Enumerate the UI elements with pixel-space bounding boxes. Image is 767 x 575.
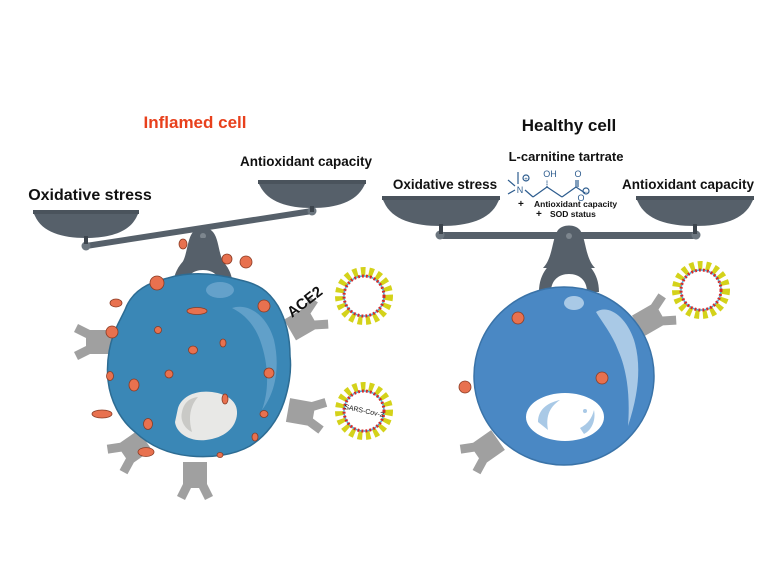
ros-particle	[106, 371, 114, 381]
healthy-cell	[473, 286, 655, 466]
ros-particle	[511, 311, 525, 325]
inflamed-cell	[106, 273, 292, 458]
virus-icon	[672, 261, 730, 319]
effect-antioxidant-capacity: Antioxidant capacity	[534, 199, 617, 209]
ros-particle	[221, 253, 233, 265]
left-balance-scale-icon	[33, 180, 366, 288]
sars-cov-2-virus-icon: SARS-Cov-2	[335, 382, 393, 440]
effect-sod-status: SOD status	[550, 209, 596, 219]
right-oxidative-stress-label: Oxidative stress	[393, 177, 497, 192]
inflamed-cell-title: Inflamed cell	[144, 113, 247, 132]
ros-particle	[221, 393, 229, 405]
ros-particle	[595, 371, 609, 385]
virus-icon	[335, 267, 393, 325]
ace2-receptor-icon	[284, 392, 329, 435]
left-oxidative-stress-label: Oxidative stress	[28, 187, 152, 204]
ros-particle	[188, 345, 198, 355]
ros-particle	[137, 447, 155, 457]
ros-particle	[239, 255, 253, 269]
compound-name-label: L-carnitine tartrate	[509, 149, 624, 164]
ros-particle	[128, 378, 140, 392]
ros-particle	[178, 238, 188, 250]
effect-plus-2: +	[536, 209, 542, 220]
carboxylate-oxygen-label: O	[577, 193, 584, 203]
l-carnitine-structure-icon	[507, 172, 590, 198]
ros-particle	[109, 298, 123, 308]
ros-particle	[186, 307, 208, 315]
left-antioxidant-capacity-label: Antioxidant capacity	[240, 154, 373, 169]
ros-particle	[259, 410, 269, 418]
ros-particle	[263, 367, 275, 379]
ros-particle	[164, 369, 174, 379]
ros-particles-inflamed	[91, 238, 275, 458]
ros-particle	[219, 338, 227, 348]
ros-particle	[154, 326, 162, 334]
right-antioxidant-capacity-label: Antioxidant capacity	[622, 177, 755, 192]
healthy-cell-title: Healthy cell	[522, 116, 617, 135]
ros-particle	[251, 432, 259, 442]
carbonyl-oxygen-label: O	[574, 169, 581, 179]
negative-charge-label: −	[584, 190, 588, 196]
effect-plus-1: +	[518, 199, 524, 210]
ros-particle	[149, 275, 165, 291]
ros-particle	[143, 418, 153, 430]
ros-particle	[458, 380, 472, 394]
ros-particle	[105, 325, 119, 339]
ros-particles-healthy	[458, 311, 609, 394]
ace2-receptor-icon	[177, 462, 213, 500]
ros-particle	[216, 452, 224, 458]
hydroxyl-label: OH	[543, 169, 557, 179]
left-panel: Inflamed cell Oxidative stress Antioxida…	[28, 113, 393, 500]
ros-particle	[91, 409, 113, 419]
ros-particle	[257, 299, 271, 313]
right-panel: Healthy cell L-carnitine tartrate Oxidat…	[382, 116, 755, 477]
positive-charge-label: +	[524, 177, 528, 183]
nitrogen-atom-label: N	[517, 185, 524, 195]
right-balance-scale-icon	[382, 196, 754, 292]
